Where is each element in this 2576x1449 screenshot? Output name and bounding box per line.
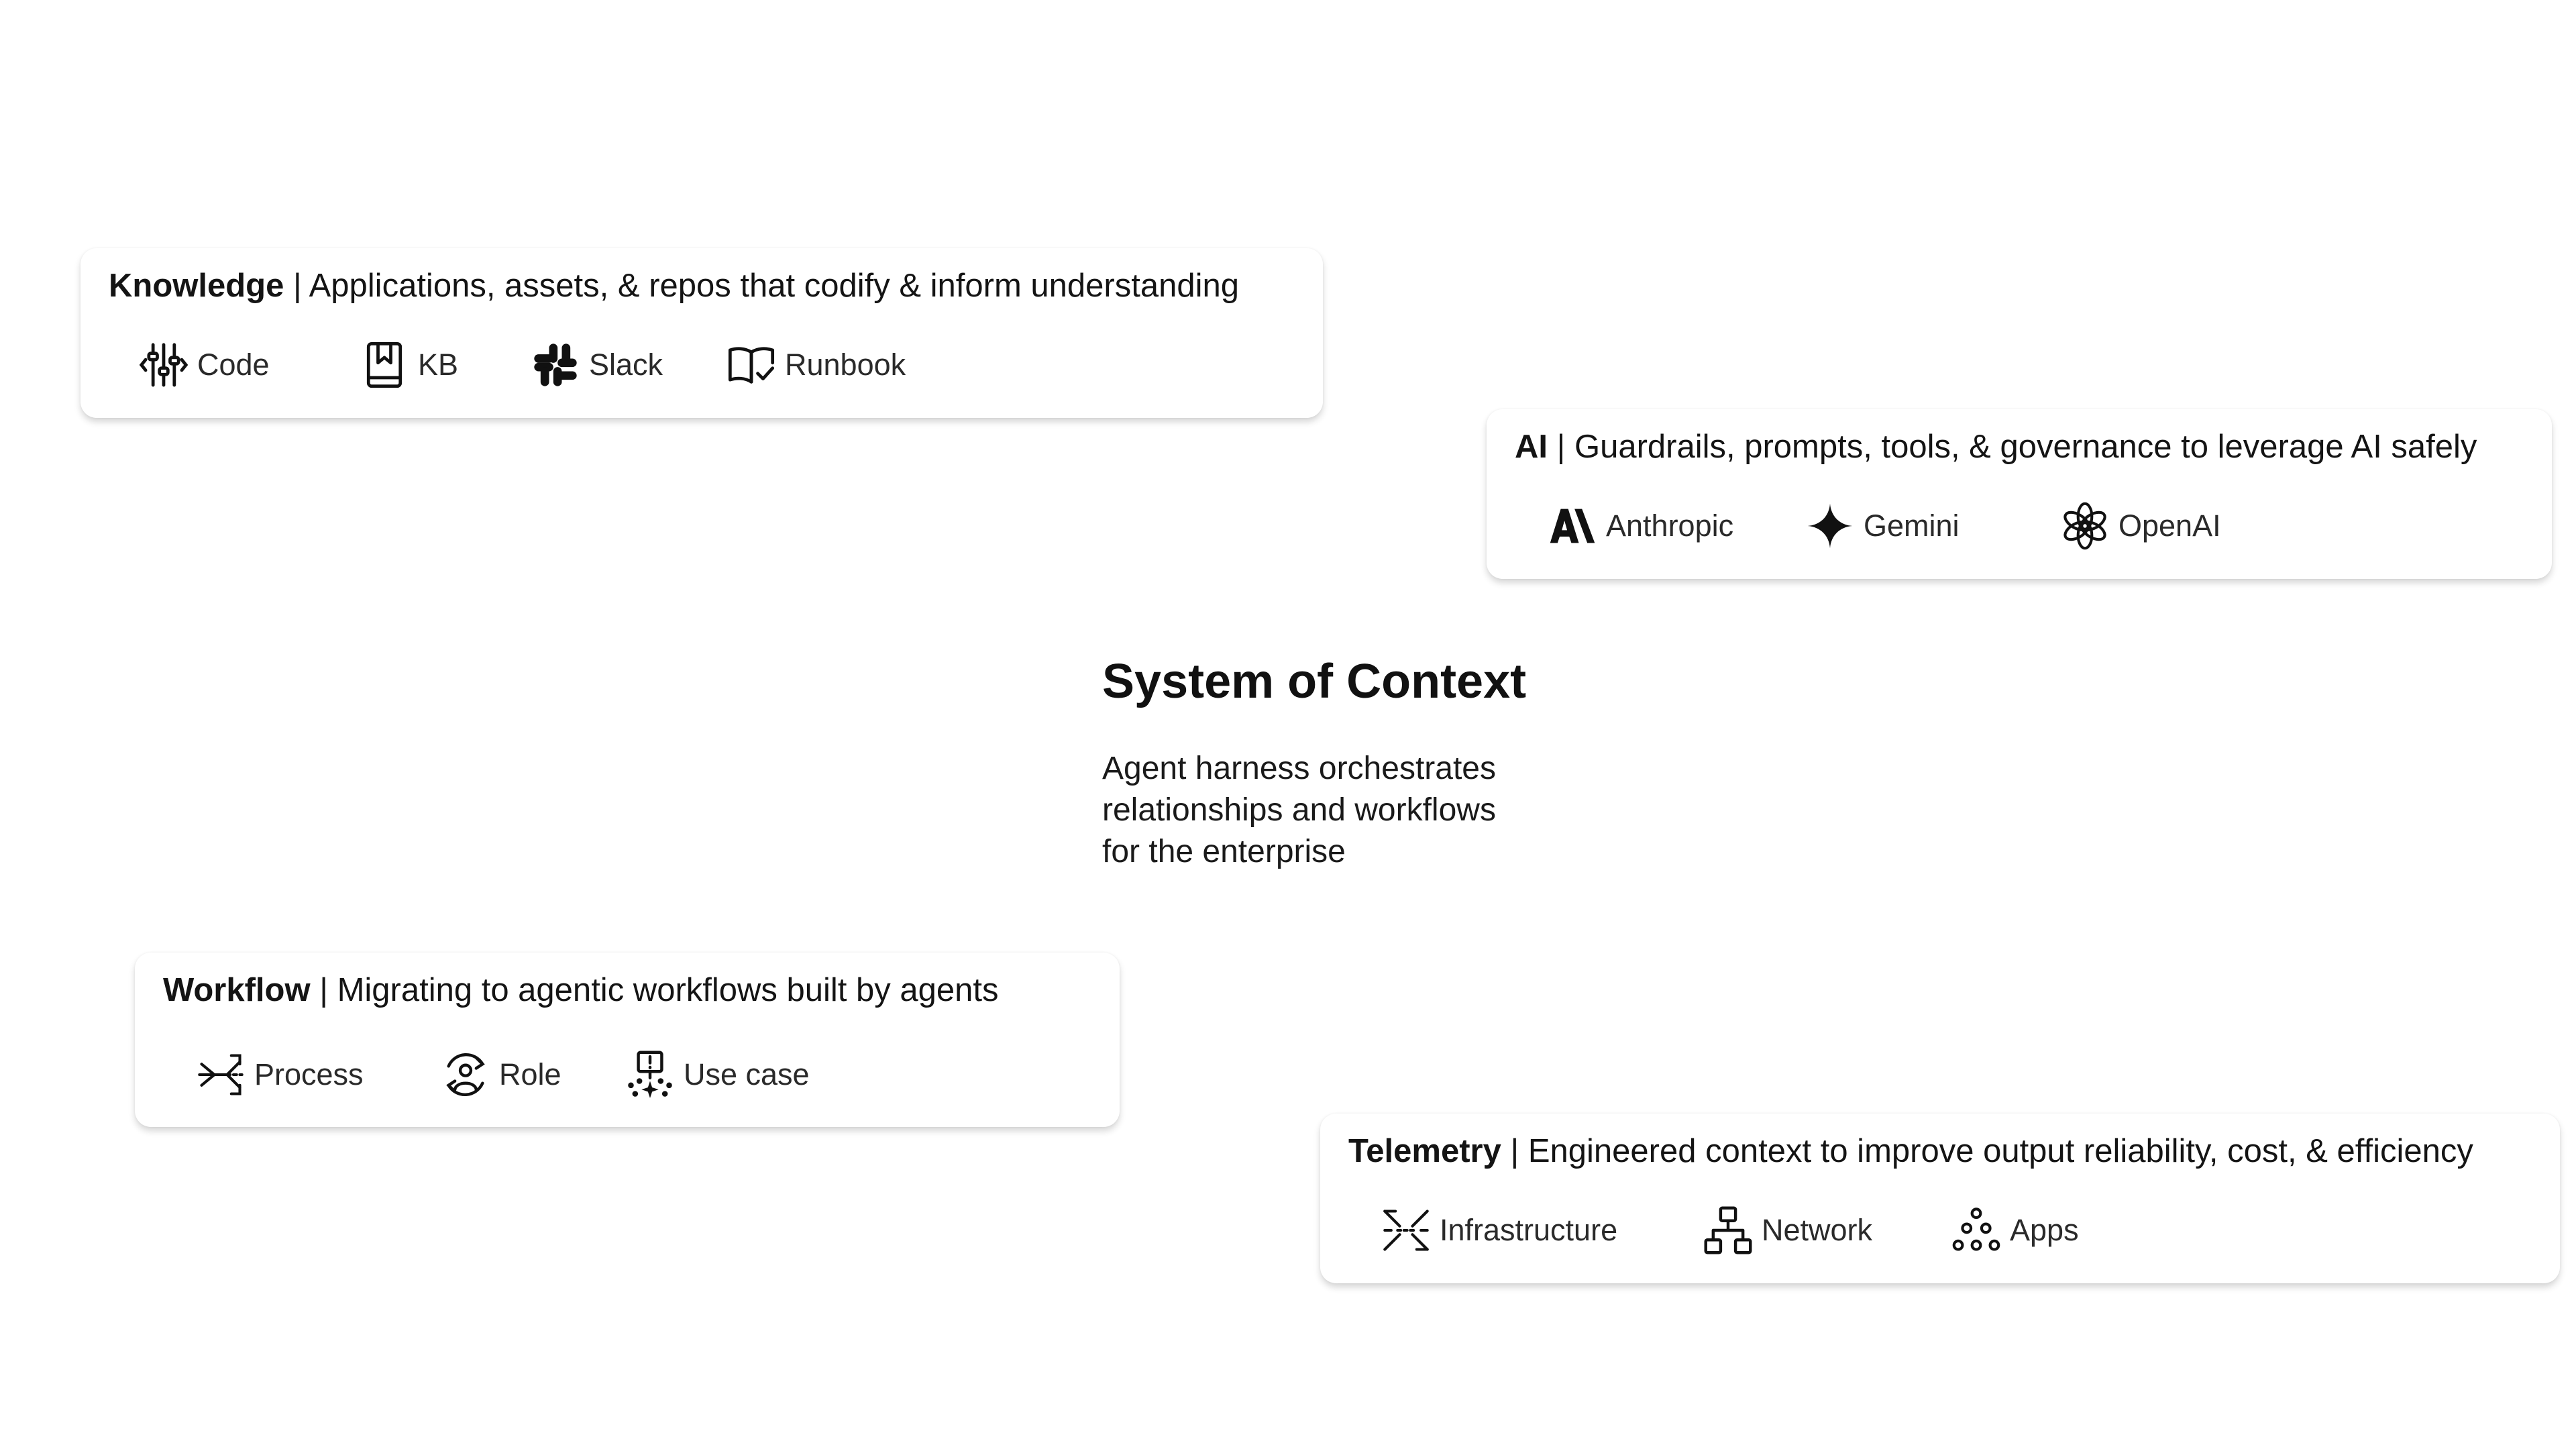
knowledge-title: Knowledge <box>109 268 284 304</box>
telemetry-title: Telemetry <box>1348 1133 1501 1169</box>
process-flow-icon <box>198 1054 244 1095</box>
ai-card: AI | Guardrails, prompts, tools, & gover… <box>1487 409 2552 579</box>
gemini-sparkle-icon <box>1807 503 1853 549</box>
telemetry-item-network: Network <box>1703 1203 1872 1257</box>
ai-heading: AI | Guardrails, prompts, tools, & gover… <box>1515 428 2477 466</box>
knowledge-item-slack: Slack <box>530 338 663 392</box>
role-person-icon <box>446 1053 485 1097</box>
description-line: for the enterprise <box>1102 834 1346 869</box>
workflow-item-label: Use case <box>684 1057 810 1091</box>
knowledge-heading: Knowledge | Applications, assets, & repo… <box>109 267 1239 305</box>
telemetry-separator: | <box>1501 1133 1528 1169</box>
workflow-title: Workflow <box>163 972 311 1008</box>
ai-item-openai: OpenAI <box>2059 499 2221 553</box>
knowledge-item-code: Code <box>138 338 270 392</box>
ai-item-label: Gemini <box>1864 508 1960 543</box>
apps-dots-icon <box>1952 1208 2000 1251</box>
workflow-card: Workflow | Migrating to agentic workflow… <box>135 953 1120 1127</box>
workflow-description: Migrating to agentic workflows built by … <box>337 972 999 1008</box>
ai-separator: | <box>1548 429 1574 465</box>
knowledge-separator: | <box>284 268 309 304</box>
knowledge-item-label: Code <box>197 347 270 382</box>
knowledge-card: Knowledge | Applications, assets, & repo… <box>80 248 1323 418</box>
telemetry-item-apps: Apps <box>1951 1203 2079 1257</box>
ai-description: Guardrails, prompts, tools, & governance… <box>1574 429 2477 465</box>
knowledge-item-kb: KB <box>359 338 458 392</box>
slack-icon <box>534 343 577 386</box>
description-line: Agent harness orchestrates <box>1102 751 1496 786</box>
infrastructure-icon <box>1383 1210 1429 1251</box>
knowledge-item-label: KB <box>418 347 459 382</box>
knowledge-item-runbook: Runbook <box>726 338 906 392</box>
workflow-separator: | <box>310 972 337 1008</box>
diagram-description: Agent harness orchestrates relationships… <box>1102 748 1572 873</box>
telemetry-item-label: Infrastructure <box>1440 1213 1618 1247</box>
diagram-title: System of Context <box>1102 655 1527 708</box>
telemetry-description: Engineered context to improve output rel… <box>1527 1133 2473 1169</box>
bookmark-book-icon <box>366 341 402 388</box>
telemetry-items: Infrastructure Network Apps <box>1320 1203 2560 1257</box>
description-line: relationships and workflows <box>1102 792 1496 828</box>
knowledge-items: Code KB Slack Runboo <box>80 338 1323 392</box>
ai-item-anthropic: Anthropic <box>1547 499 1733 553</box>
code-sliders-icon <box>139 343 189 387</box>
ai-title: AI <box>1515 429 1548 465</box>
workflow-item-process: Process <box>195 1048 364 1102</box>
telemetry-item-label: Apps <box>2010 1213 2079 1247</box>
ai-item-label: Anthropic <box>1606 508 1734 543</box>
telemetry-heading: Telemetry | Engineered context to improv… <box>1348 1132 2473 1170</box>
ai-items: Anthropic Gemini OpenAI <box>1487 499 2552 553</box>
workflow-item-label: Process <box>254 1057 364 1091</box>
telemetry-card: Telemetry | Engineered context to improv… <box>1320 1114 2560 1283</box>
workflow-item-label: Role <box>499 1057 561 1091</box>
open-book-check-icon <box>728 347 775 384</box>
anthropic-icon <box>1550 508 1595 543</box>
knowledge-description: Applications, assets, & repos that codif… <box>309 268 1239 304</box>
workflow-items: Process Role Use case <box>135 1048 1120 1102</box>
workflow-heading: Workflow | Migrating to agentic workflow… <box>163 971 999 1009</box>
telemetry-item-infrastructure: Infrastructure <box>1381 1203 1617 1257</box>
telemetry-item-label: Network <box>1762 1213 1873 1247</box>
network-tree-icon <box>1704 1206 1752 1254</box>
workflow-item-use-case: Use case <box>625 1048 810 1102</box>
knowledge-item-label: Runbook <box>785 347 906 382</box>
ai-item-gemini: Gemini <box>1805 499 1960 553</box>
workflow-item-role: Role <box>440 1048 561 1102</box>
openai-icon <box>2063 502 2106 550</box>
ai-item-label: OpenAI <box>2118 508 2221 543</box>
knowledge-item-label: Slack <box>589 347 663 382</box>
use-case-alert-icon <box>628 1051 672 1098</box>
